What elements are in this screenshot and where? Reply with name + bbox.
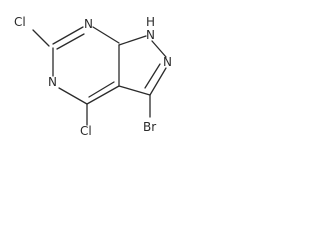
bond-c4-c3a-double	[88, 81, 115, 98]
atom-n-pyrazole: N	[163, 55, 172, 69]
bond-n2-c3	[149, 67, 167, 96]
bond-c4-c3a	[86, 85, 120, 105]
bond-n5-c4	[58, 87, 88, 105]
bond-n1-n2	[151, 40, 167, 58]
atom-cl-top: Cl	[14, 15, 26, 29]
atom-n-ring-left: N	[48, 75, 57, 89]
bond-n7-c7a	[92, 26, 120, 44]
atom-n-ring-top: N	[84, 17, 93, 31]
bond-cl-c6	[32, 29, 50, 47]
atom-br: Br	[143, 120, 156, 134]
bond-c6-n7-double	[56, 33, 85, 50]
atom-labels: Cl N N H N N Br Cl	[14, 15, 172, 138]
atom-nh-n: N	[146, 28, 155, 42]
bond-c6-n7	[52, 26, 84, 45]
bond-c3-c3a	[118, 85, 151, 96]
atom-cl-bottom: Cl	[80, 124, 92, 138]
bond-n2-c3-double	[144, 63, 161, 89]
bond-c7a-n1	[118, 35, 147, 46]
atom-nh-h: H	[146, 15, 155, 29]
bonds	[32, 26, 167, 126]
chemical-structure-diagram: Cl N N H N N Br Cl	[14, 15, 172, 138]
